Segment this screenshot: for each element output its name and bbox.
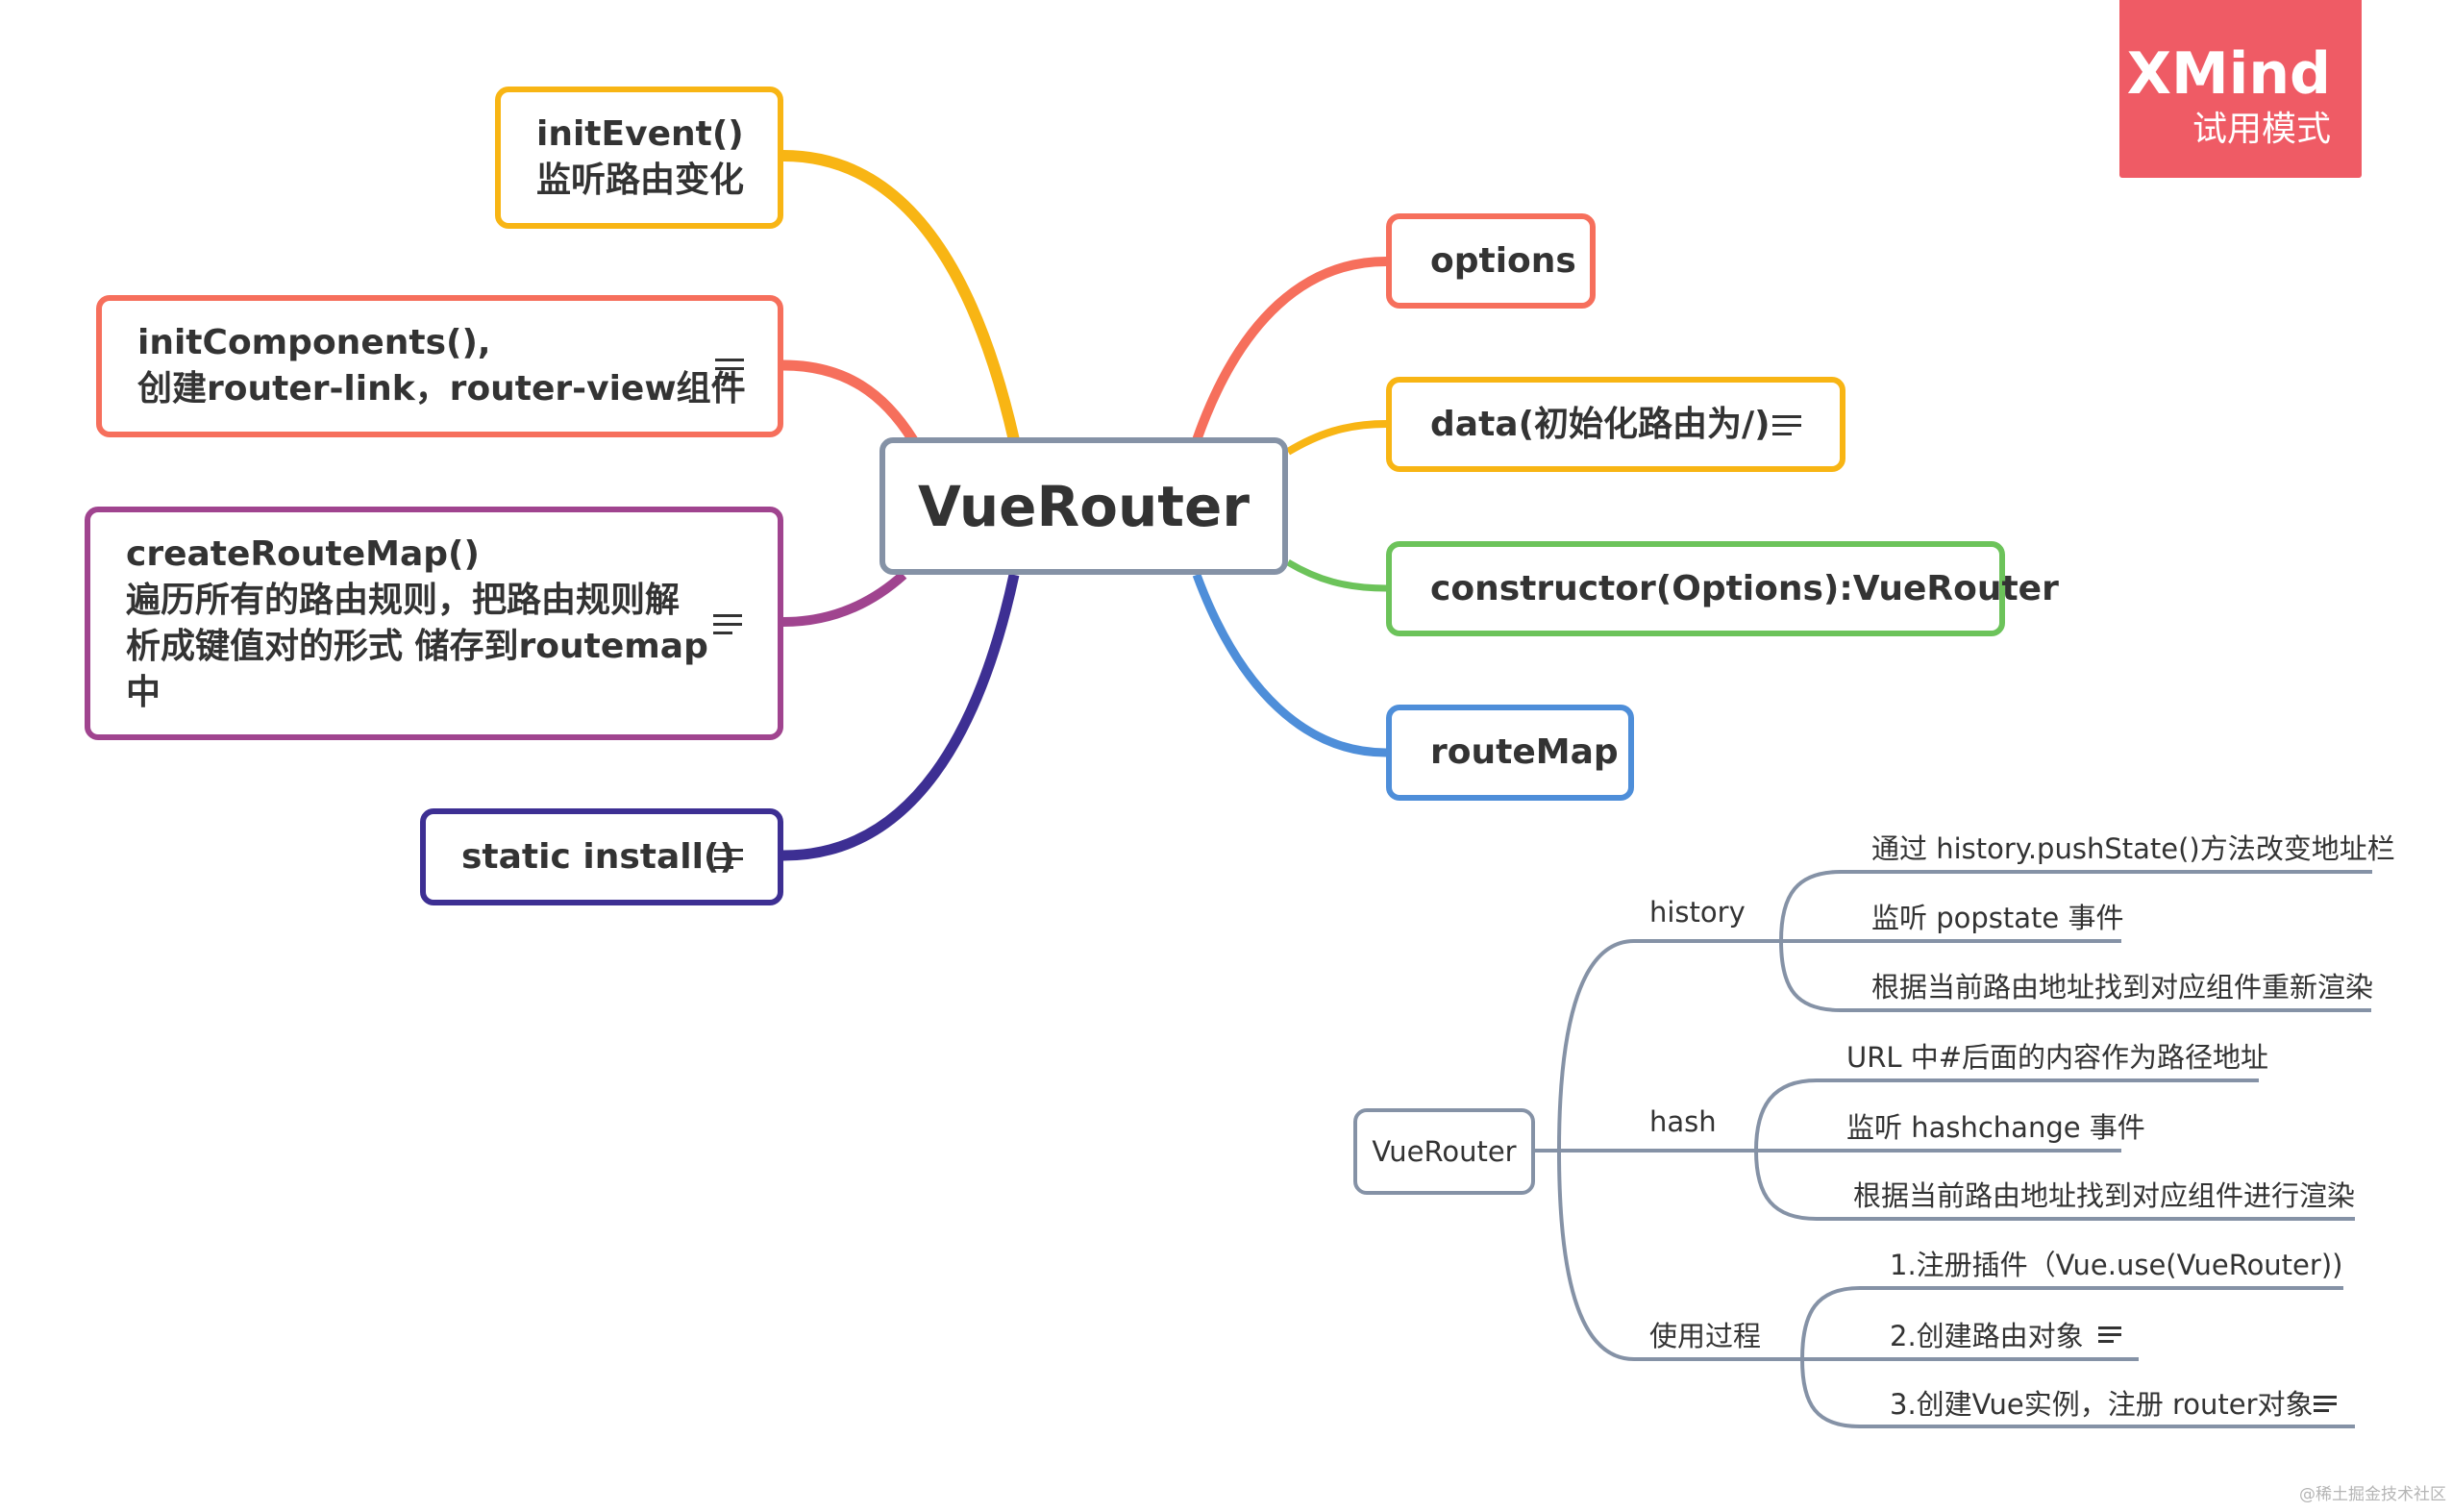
note-icon[interactable] (714, 849, 743, 870)
connector-options (1192, 257, 1387, 442)
note-icon[interactable] (2098, 1326, 2121, 1344)
topic-label: static install() (461, 836, 735, 877)
sub-item[interactable]: 监听 popstate 事件 (1871, 902, 2124, 934)
sub-item[interactable]: 3.创建Vue实例，注册 router对象 (1890, 1388, 2314, 1421)
topic-label: createRouteMap() 遍历所有的路由规则，把路由规则解 析成键值对的… (126, 533, 708, 712)
xmind-brand-label: XMind (2126, 40, 2331, 108)
note-icon[interactable] (713, 614, 742, 635)
topic-label: options (1430, 240, 1576, 281)
connector-initcomponents (782, 359, 918, 443)
central-topic-label: VueRouter (918, 473, 1250, 539)
sub-item[interactable]: 通过 history.pushState()方法改变地址栏 (1871, 832, 2395, 865)
connector-constructor (1286, 558, 1387, 592)
sub-branch-history[interactable]: history (1649, 896, 1746, 929)
topic-constructor[interactable]: constructor(Options):VueRouter (1386, 541, 2059, 636)
sub-branch-hash[interactable]: hash (1649, 1105, 1717, 1138)
topic-static-install[interactable]: static install() (420, 808, 783, 905)
footer-watermark: @稀土掘金技术社区 (2299, 1485, 2446, 1504)
topic-init-event[interactable]: initEvent() 监听路由变化 (495, 87, 783, 229)
connector-initevent (782, 150, 1020, 442)
connector-routemap (1192, 573, 1387, 757)
connector-createroutemap (782, 571, 907, 627)
central-topic[interactable]: VueRouter (879, 437, 1288, 575)
topic-create-route-map[interactable]: createRouteMap() 遍历所有的路由规则，把路由规则解 析成键值对的… (85, 507, 783, 740)
topic-label: initComponents(), 创建router-link，router-v… (137, 323, 746, 409)
topic-route-map[interactable]: routeMap (1386, 705, 1634, 801)
topic-label: data(初始化路由为/) (1430, 404, 1771, 444)
xmind-trial-badge: XMind 试用模式 (2119, 0, 2362, 178)
topic-label: constructor(Options):VueRouter (1430, 568, 2059, 608)
sub-item[interactable]: URL 中#后面的内容作为路径地址 (1846, 1041, 2269, 1074)
topic-options[interactable]: options (1386, 213, 1596, 309)
xmind-mode-label: 试用模式 (2192, 110, 2331, 149)
topic-label: initEvent() 监听路由变化 (536, 114, 745, 200)
sub-branch-usage[interactable]: 使用过程 (1649, 1320, 1762, 1352)
topic-init-components[interactable]: initComponents(), 创建router-link，router-v… (96, 295, 783, 437)
note-icon[interactable] (2314, 1396, 2337, 1413)
sub-item[interactable]: 监听 hashchange 事件 (1846, 1111, 2145, 1144)
sub-item[interactable]: 根据当前路由地址找到对应组件重新渲染 (1871, 971, 2374, 1004)
note-icon[interactable] (715, 359, 744, 380)
sub-item[interactable]: 根据当前路由地址找到对应组件进行渲染 (1853, 1179, 2356, 1212)
connector-data (1285, 420, 1387, 456)
topic-label: routeMap (1430, 732, 1619, 772)
sub-item[interactable]: 2.创建路由对象 (1890, 1320, 2084, 1352)
note-icon[interactable] (1772, 415, 1801, 436)
sub-item[interactable]: 1.注册插件（Vue.use(VueRouter)) (1890, 1249, 2343, 1281)
topic-data[interactable]: data(初始化路由为/) (1386, 377, 1845, 472)
connector-static-install (782, 573, 1020, 861)
sub-map-root[interactable]: VueRouter (1353, 1108, 1535, 1195)
sub-map-root-label: VueRouter (1372, 1135, 1517, 1168)
